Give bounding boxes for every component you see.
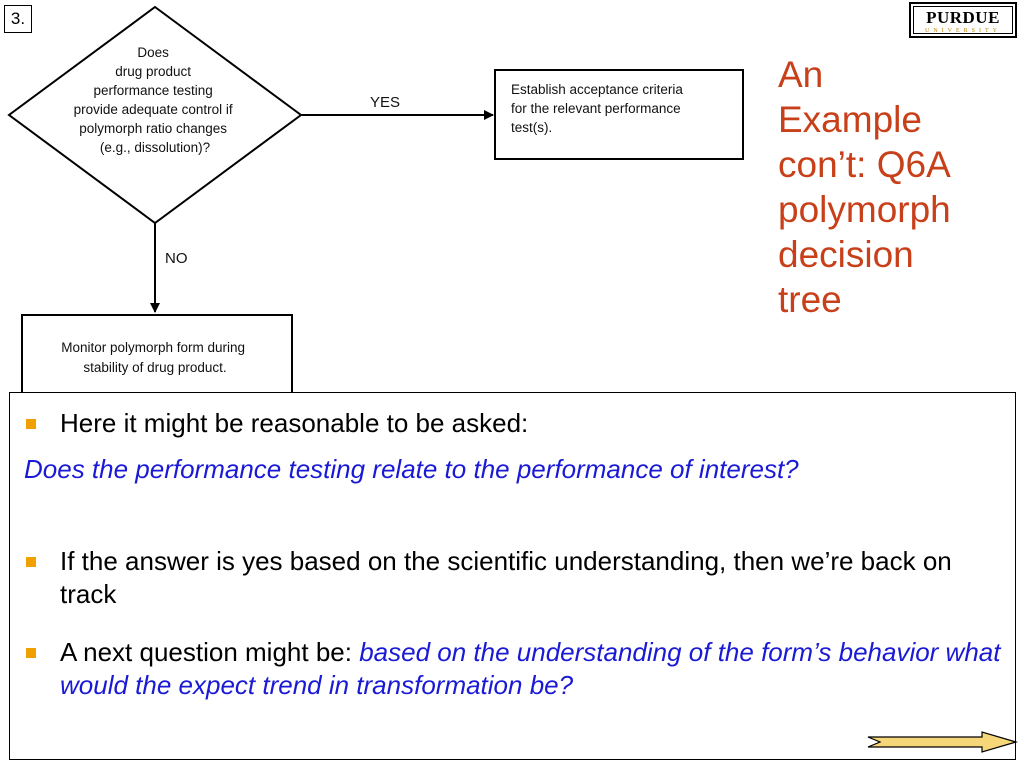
- logo-wordmark: PURDUE: [926, 8, 1000, 27]
- slide-title: An Example con’t: Q6A polymorph decision…: [778, 52, 1018, 322]
- yes-label: YES: [370, 94, 400, 111]
- monitor-polymorph-box: [21, 314, 293, 394]
- bullet-text: A next question might be:: [60, 637, 360, 667]
- step-number: 3.: [4, 5, 32, 33]
- content-box: Here it might be reasonable to be asked:…: [9, 392, 1016, 760]
- acceptance-criteria-box: [494, 69, 744, 160]
- title-line: Example: [778, 99, 922, 140]
- decision-tree: Does drug product performance testing pr…: [7, 5, 744, 394]
- bullet-item: If the answer is yes based on the scient…: [24, 545, 1004, 611]
- bullet-text: Here it might be reasonable to be asked:: [60, 408, 529, 438]
- bullet-marker: [26, 419, 36, 429]
- title-line: An: [778, 54, 824, 95]
- bullet-item: Here it might be reasonable to be asked:: [24, 407, 1004, 440]
- purdue-logo: PURDUE UNIVERSITY: [909, 2, 1017, 38]
- title-line: tree: [778, 279, 842, 320]
- right-arrow-icon[interactable]: [866, 731, 1018, 753]
- acceptance-criteria-text: Establish acceptance criteria for the re…: [511, 82, 687, 135]
- bullet-marker: [26, 557, 36, 567]
- bullet-item: A next question might be: based on the u…: [24, 636, 1004, 702]
- no-label: NO: [165, 250, 188, 267]
- title-line: con’t: Q6A: [778, 144, 951, 185]
- emphasis-question: Does the performance testing relate to t…: [24, 454, 799, 484]
- bullet-marker: [26, 648, 36, 658]
- title-line: decision: [778, 234, 914, 275]
- bullet-text: If the answer is yes based on the scient…: [60, 546, 952, 609]
- logo-subtitle: UNIVERSITY: [925, 28, 1001, 34]
- decision-text: Does drug product performance testing pr…: [74, 45, 237, 155]
- bullet-emphasis-text: based on the understanding of the form’s…: [60, 637, 1001, 700]
- monitor-polymorph-text: Monitor polymorph form during stability …: [61, 340, 249, 375]
- title-line: polymorph: [778, 189, 951, 230]
